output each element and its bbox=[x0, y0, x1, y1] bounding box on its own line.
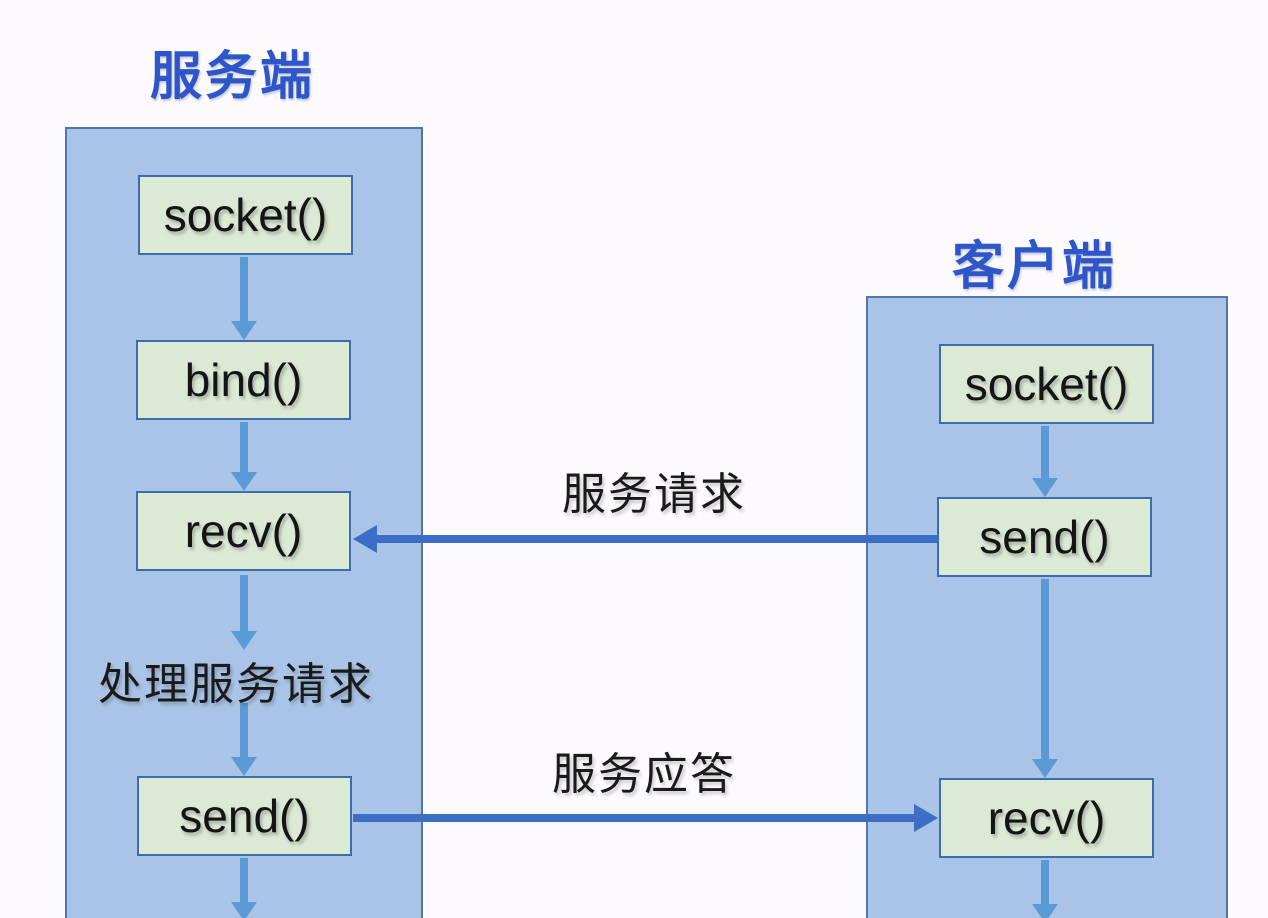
server-title: 服务端 bbox=[150, 48, 316, 106]
arrow-server-bind-to-recv-icon bbox=[240, 422, 248, 472]
process-request-label: 处理服务请求 bbox=[98, 660, 374, 709]
service-response-label: 服务应答 bbox=[552, 750, 736, 799]
arrow-server-send-down-icon bbox=[240, 858, 248, 902]
server-send-box: send() bbox=[137, 776, 352, 856]
server-recv-box: recv() bbox=[136, 491, 351, 571]
arrow-server-recv-to-process-icon bbox=[240, 575, 248, 631]
arrow-service-response-icon bbox=[353, 814, 914, 822]
arrow-server-socket-to-bind-icon bbox=[240, 257, 248, 321]
server-bind-box: bind() bbox=[136, 340, 351, 420]
arrow-server-process-to-send-icon bbox=[240, 703, 248, 757]
client-recv-box: recv() bbox=[939, 778, 1154, 858]
arrow-client-socket-to-send-icon bbox=[1041, 426, 1049, 478]
service-request-label: 服务请求 bbox=[562, 470, 746, 519]
arrow-client-recv-down-icon bbox=[1041, 860, 1049, 904]
server-socket-box: socket() bbox=[138, 175, 353, 255]
arrow-client-send-to-recv-icon bbox=[1041, 579, 1049, 759]
arrow-service-request-icon bbox=[377, 535, 938, 543]
client-send-box: send() bbox=[937, 497, 1152, 577]
client-title: 客户端 bbox=[952, 238, 1118, 296]
client-socket-box: socket() bbox=[939, 344, 1154, 424]
